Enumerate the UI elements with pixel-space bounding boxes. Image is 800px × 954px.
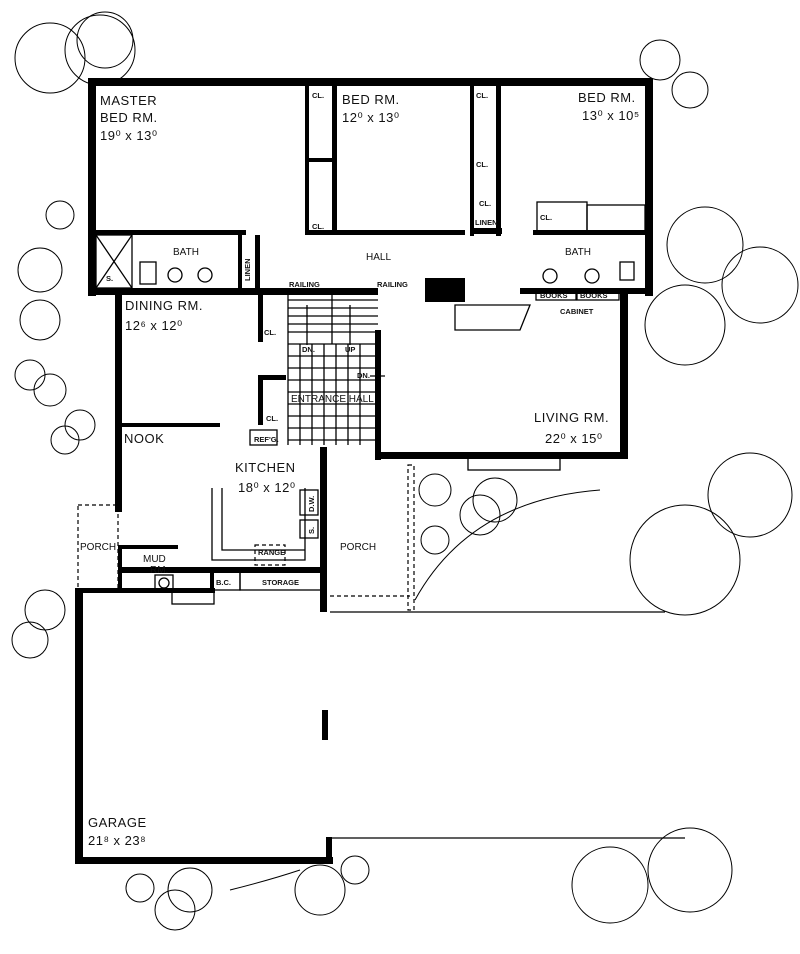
closet-label: CL. bbox=[479, 199, 491, 208]
sink-label: S. bbox=[307, 527, 316, 534]
front-porch-label: PORCH bbox=[340, 542, 376, 553]
stairs bbox=[287, 291, 385, 445]
closet-label: CL. bbox=[476, 160, 488, 169]
shower-label: S. bbox=[106, 274, 113, 283]
dining-label: DINING RM. bbox=[125, 298, 203, 313]
linen-label: LINEN bbox=[475, 218, 498, 227]
master-bed-label-2: BED RM. bbox=[100, 110, 158, 125]
entrance-hall-label: ENTRANCE HALL bbox=[291, 394, 374, 405]
closet-label: CL. bbox=[266, 414, 278, 423]
refrigerator-label: REF'G. bbox=[254, 435, 279, 444]
bed2-label: BED RM. bbox=[342, 92, 400, 107]
closet-label: CL. bbox=[540, 213, 552, 222]
stairs-up-label: UP bbox=[345, 345, 355, 354]
bath-label: BATH bbox=[565, 247, 591, 258]
living-label: LIVING RM. bbox=[534, 410, 609, 425]
dishwasher-label: D.W. bbox=[307, 496, 316, 512]
garage-dims: 21⁸ x 23⁸ bbox=[88, 833, 146, 848]
railing-label: RAILING bbox=[377, 280, 408, 289]
bed2-dims: 12⁰ x 13⁰ bbox=[342, 110, 400, 125]
linen-label: LINEN bbox=[243, 259, 252, 282]
side-porch-label: PORCH bbox=[80, 542, 116, 553]
down-label: DN. bbox=[357, 371, 370, 380]
closet-label: CL. bbox=[312, 222, 324, 231]
bed3-dims: 13⁰ x 10⁵ bbox=[582, 108, 640, 123]
garage-label: GARAGE bbox=[88, 815, 147, 830]
fixture-labels: CL. CL. CL. CL. CL. LINEN CL. LINEN S. R… bbox=[106, 91, 608, 587]
kitchen-label: KITCHEN bbox=[235, 460, 296, 475]
books-label: BOOKS bbox=[580, 291, 608, 300]
railing-label: RAILING bbox=[289, 280, 320, 289]
walls bbox=[75, 78, 653, 864]
hall-label: HALL bbox=[366, 252, 391, 263]
nook-label: NOOK bbox=[124, 431, 164, 446]
kitchen-dims: 18⁰ x 12⁰ bbox=[238, 480, 296, 495]
closet-label: CL. bbox=[264, 328, 276, 337]
closet-label: CL. bbox=[476, 91, 488, 100]
room-labels: MASTER BED RM. 19⁰ x 13⁰ BED RM. 12⁰ x 1… bbox=[80, 90, 640, 848]
fixtures-lines bbox=[77, 201, 685, 839]
dining-dims: 12⁶ x 12⁰ bbox=[125, 318, 183, 333]
landscaping bbox=[11, 11, 799, 931]
master-bed-dims: 19⁰ x 13⁰ bbox=[100, 128, 158, 143]
living-dims: 22⁰ x 15⁰ bbox=[545, 431, 603, 446]
closet-label: CL. bbox=[312, 91, 324, 100]
storage-label: STORAGE bbox=[262, 578, 299, 587]
cabinet-label: CABINET bbox=[560, 307, 594, 316]
broom-closet-label: B.C. bbox=[216, 578, 231, 587]
bed3-label: BED RM. bbox=[578, 90, 636, 105]
books-label: BOOKS bbox=[540, 291, 568, 300]
stairs-down-label: DN. bbox=[302, 345, 315, 354]
range-label: RANGE bbox=[258, 548, 285, 557]
master-bath-label: BATH bbox=[173, 247, 199, 258]
master-bed-label: MASTER bbox=[100, 93, 157, 108]
mud-room-label: MUD bbox=[143, 554, 166, 565]
mud-room-label-2: RM. bbox=[150, 565, 168, 576]
